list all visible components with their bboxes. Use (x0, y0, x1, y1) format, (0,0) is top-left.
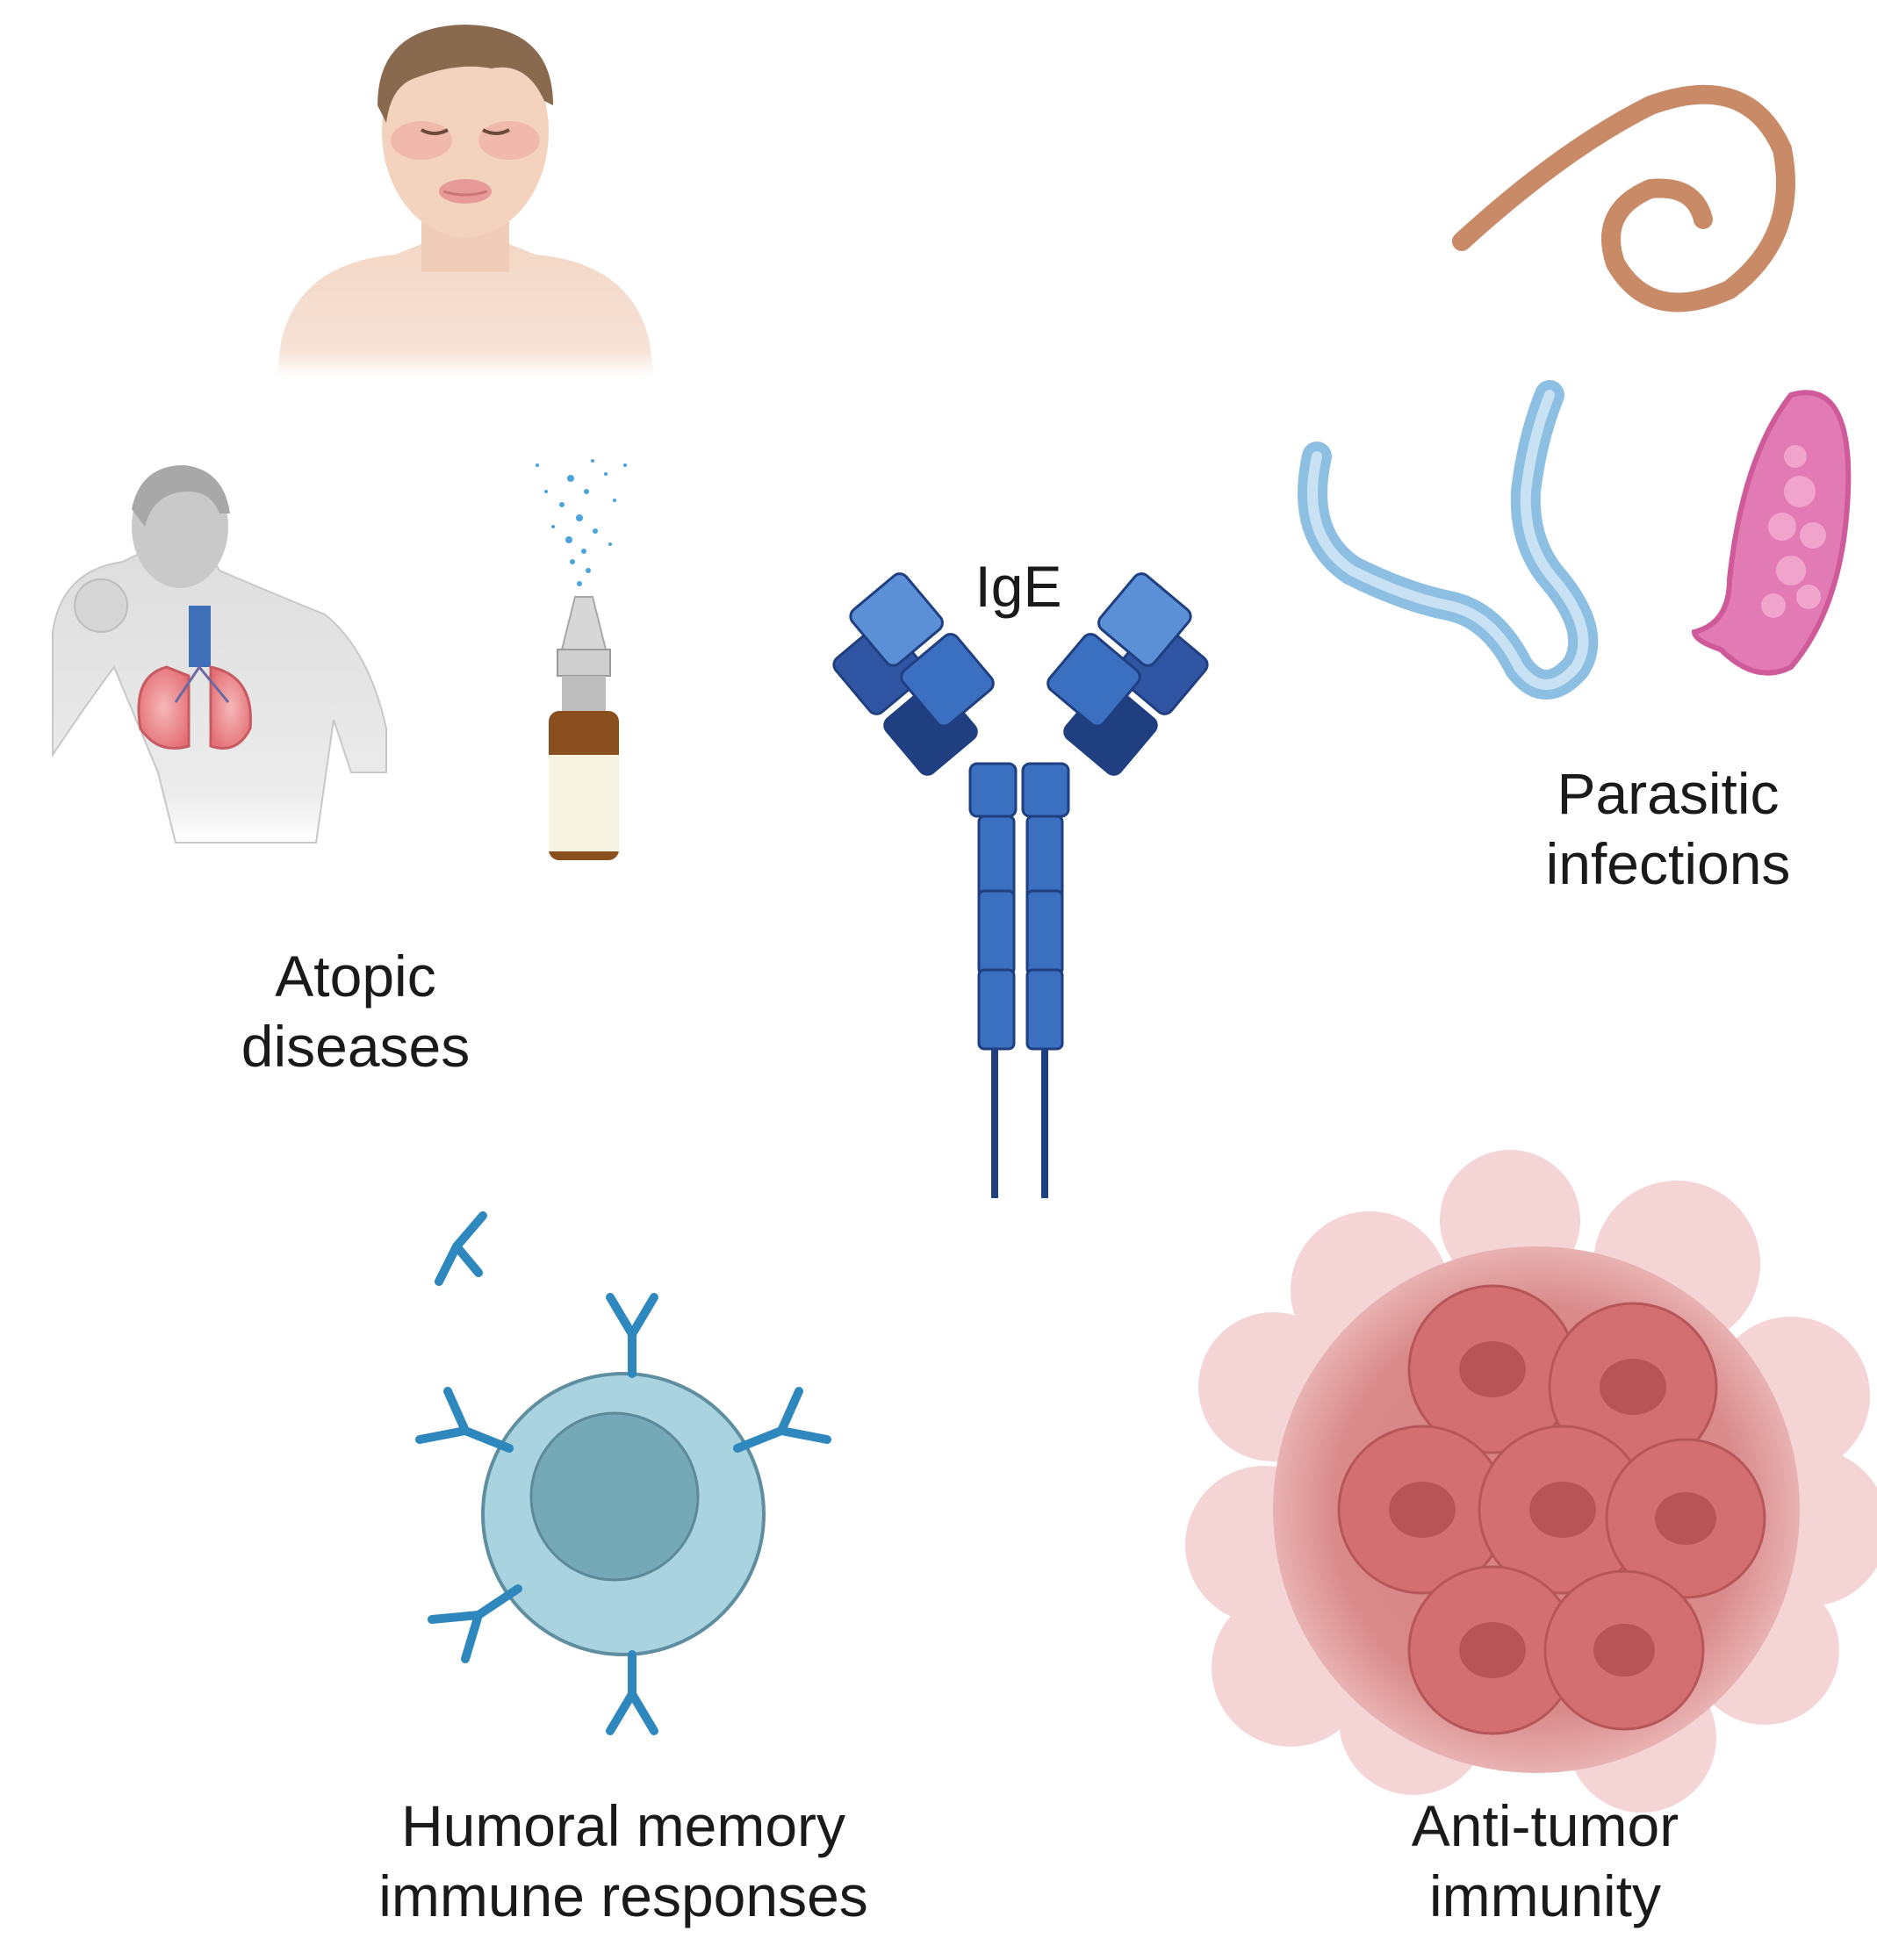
label-line: diseases (241, 1014, 471, 1079)
anti-tumor-immunity-label: Anti-tumor immunity (1352, 1791, 1738, 1931)
coughing-person-lungs-icon (52, 465, 387, 844)
humoral-memory-label: Humoral memory immune responses (316, 1791, 931, 1931)
ige-label: IgE (931, 551, 1106, 621)
label-line: immune responses (378, 1863, 868, 1928)
ige-antibody-icon (832, 572, 1209, 1198)
label-line: Atopic (275, 944, 436, 1009)
label-line: Parasitic (1557, 761, 1780, 826)
label-line: Humoral memory (400, 1793, 846, 1858)
protozoan-icon (1691, 390, 1852, 676)
b-cell-icon (415, 1211, 831, 1735)
nasal-spray-icon (536, 459, 627, 860)
label-line: immunity (1428, 1863, 1662, 1928)
allergic-face-icon (277, 25, 654, 377)
label-line: infections (1545, 831, 1791, 896)
ige-title: IgE (974, 554, 1062, 619)
atopic-diseases-label: Atopic diseases (202, 941, 509, 1081)
blue-worm-icon (1298, 380, 1599, 700)
label-line: Anti-tumor (1411, 1793, 1679, 1858)
parasitic-infections-label: Parasitic infections (1501, 758, 1835, 899)
tumor-cluster-icon (1185, 1150, 1877, 1813)
brown-worm-icon (1452, 84, 1795, 312)
